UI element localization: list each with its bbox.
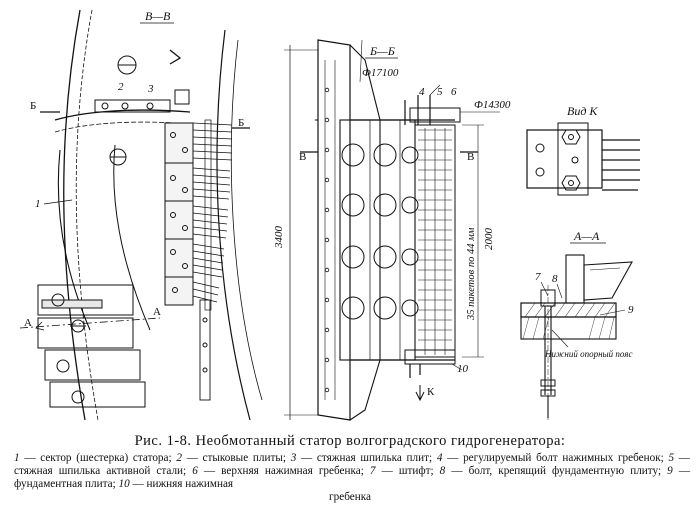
callout-8: 8 <box>552 273 558 285</box>
section-vv-label: В—В <box>145 9 171 23</box>
callout-5: 5 <box>437 86 443 98</box>
section-bb-view: Б—Б <box>284 39 500 421</box>
view-k-label: Вид К <box>567 104 598 118</box>
legend-text-9: — фундаментная плита; <box>14 465 691 490</box>
view-k: Вид К <box>526 104 640 196</box>
legend-text-8: — болт, крепящий фундаментную плиту; <box>445 465 668 477</box>
callout-10: 10 <box>457 363 469 375</box>
caption-title: Рис. 1-8. Необмотанный статор волгоградс… <box>134 433 566 449</box>
stator-technical-drawing: В—В <box>19 9 640 421</box>
section-aa-annotations: 7 8 9 Нижний опорный пояс <box>535 271 634 359</box>
legend-text-6: — верхняя нажимная гребенка; <box>197 465 370 477</box>
section-mark-b-left: Б <box>30 100 36 112</box>
legend-text-1: — сектор (шестерка) статора; <box>19 452 177 464</box>
caption-legend-tail: гребенка <box>329 491 371 503</box>
callout-7: 7 <box>535 271 541 283</box>
legend-num-2: 2 <box>176 452 182 464</box>
packets-note: 35 пакетов по 44 мм <box>466 227 477 321</box>
lower-belt-label: Нижний опорный пояс <box>544 349 632 359</box>
callout-1: 1 <box>35 198 41 210</box>
legend-num-1: 1 <box>14 452 20 464</box>
legend-num-6: 6 <box>192 465 198 477</box>
diameter-outer: Ф17100 <box>362 67 399 79</box>
section-bb-label: Б—Б <box>369 44 395 58</box>
callout-4: 4 <box>419 86 425 98</box>
legend-num-8: 8 <box>439 465 446 477</box>
figure-caption: Рис. 1-8. Необмотанный статор волгоградс… <box>0 432 700 504</box>
legend-text-7: — штифт; <box>375 465 440 477</box>
legend-text-2: — стыковые плиты; <box>181 452 291 464</box>
view-k-arrow-label: К <box>427 386 435 398</box>
sector-plates <box>164 119 233 311</box>
legend-text-3: — стяжная шпилька плит; <box>296 452 437 464</box>
legend-num-5: 5 <box>668 452 675 464</box>
dimension-2000: 2000 <box>483 228 495 251</box>
legend-num-7: 7 <box>369 465 376 477</box>
legend-text-5: — стяжная шпилька активной стали; <box>14 452 690 477</box>
callout-2: 2 <box>118 81 124 93</box>
callout-6: 6 <box>451 86 457 98</box>
diameter-inner: Ф14300 <box>474 99 511 111</box>
legend-text-10: — нижняя нажимная <box>129 478 234 490</box>
section-mark-a-right: А <box>153 306 161 318</box>
caption-legend: 1 — сектор (шестерка) статора; 2 — стыко… <box>0 450 700 491</box>
callout-3: 3 <box>147 83 154 95</box>
section-vv-annotations: 2 3 1 Б Б А А <box>24 81 244 329</box>
legend-num-3: 3 <box>290 452 297 464</box>
section-aa-view: А—А <box>520 229 633 420</box>
legend-num-10: 10 <box>118 478 130 490</box>
section-bb-annotations: Ф17100 Ф14300 4 5 6 10 К В В 3400 2000 3… <box>273 67 511 398</box>
dimension-3400: 3400 <box>273 226 285 250</box>
callout-9: 9 <box>628 304 634 316</box>
section-mark-v-right: В <box>467 151 474 163</box>
legend-num-4: 4 <box>436 452 443 464</box>
section-mark-v-left: В <box>299 151 306 163</box>
section-aa-label: А—А <box>573 229 600 243</box>
section-mark-b-right: Б <box>238 117 244 129</box>
legend-num-9: 9 <box>667 465 673 477</box>
legend-text-4: — регулируемый болт нажимных гребенок; <box>442 452 669 464</box>
section-mark-a-left: А <box>24 317 32 329</box>
section-vv-view: В—В <box>19 9 263 421</box>
